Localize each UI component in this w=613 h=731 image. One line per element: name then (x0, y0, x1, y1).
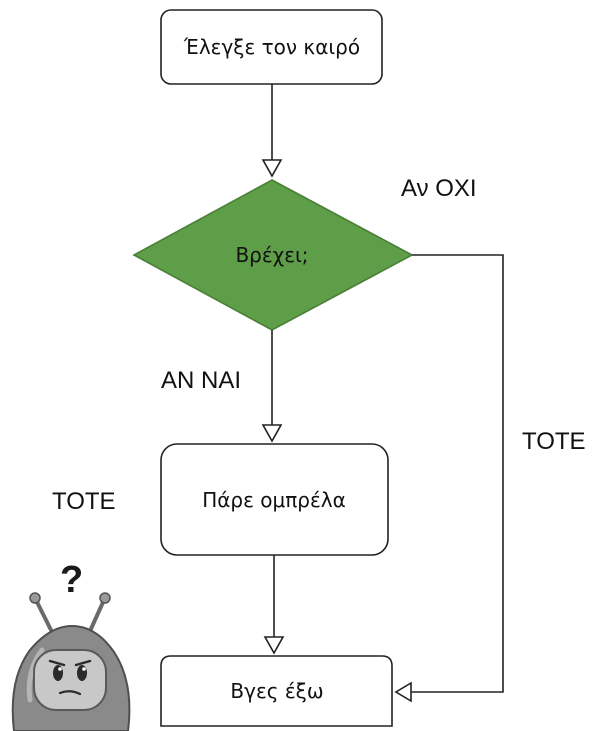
edge-decision-to-end (394, 254, 504, 703)
start-node-label: Έλεγξε τον καιρό (183, 35, 360, 59)
decision-node-label: Βρέχει; (235, 243, 308, 267)
arrowhead (263, 636, 285, 655)
edge-start-to-decision (261, 84, 283, 178)
question-mark-icon: ? (60, 559, 83, 601)
decision-node: Βρέχει; (132, 179, 414, 331)
end-node-label: Βγες έξω (230, 679, 323, 703)
edge-label-yes: ΑΝ ΝΑΙ (161, 367, 241, 394)
edge-action-to-end (263, 555, 285, 655)
start-node: Έλεγξε τον καιρό (160, 9, 383, 85)
edge-decision-to-action (261, 330, 283, 443)
arrowhead (261, 159, 283, 178)
action-node: Πάρε ομπρέλα (160, 443, 389, 556)
edge-label-then-left: ΤΟΤΕ (52, 488, 116, 515)
arrowhead (394, 681, 412, 703)
edge-label-then-right: ΤΟΤΕ (522, 428, 586, 455)
arrowhead (261, 424, 283, 443)
confused-robot-icon: ? (11, 559, 131, 731)
end-node: Βγες έξω (160, 655, 393, 727)
edge-label-no: Αν ΟΧΙ (401, 175, 477, 202)
action-node-label: Πάρε ομπρέλα (202, 488, 346, 512)
